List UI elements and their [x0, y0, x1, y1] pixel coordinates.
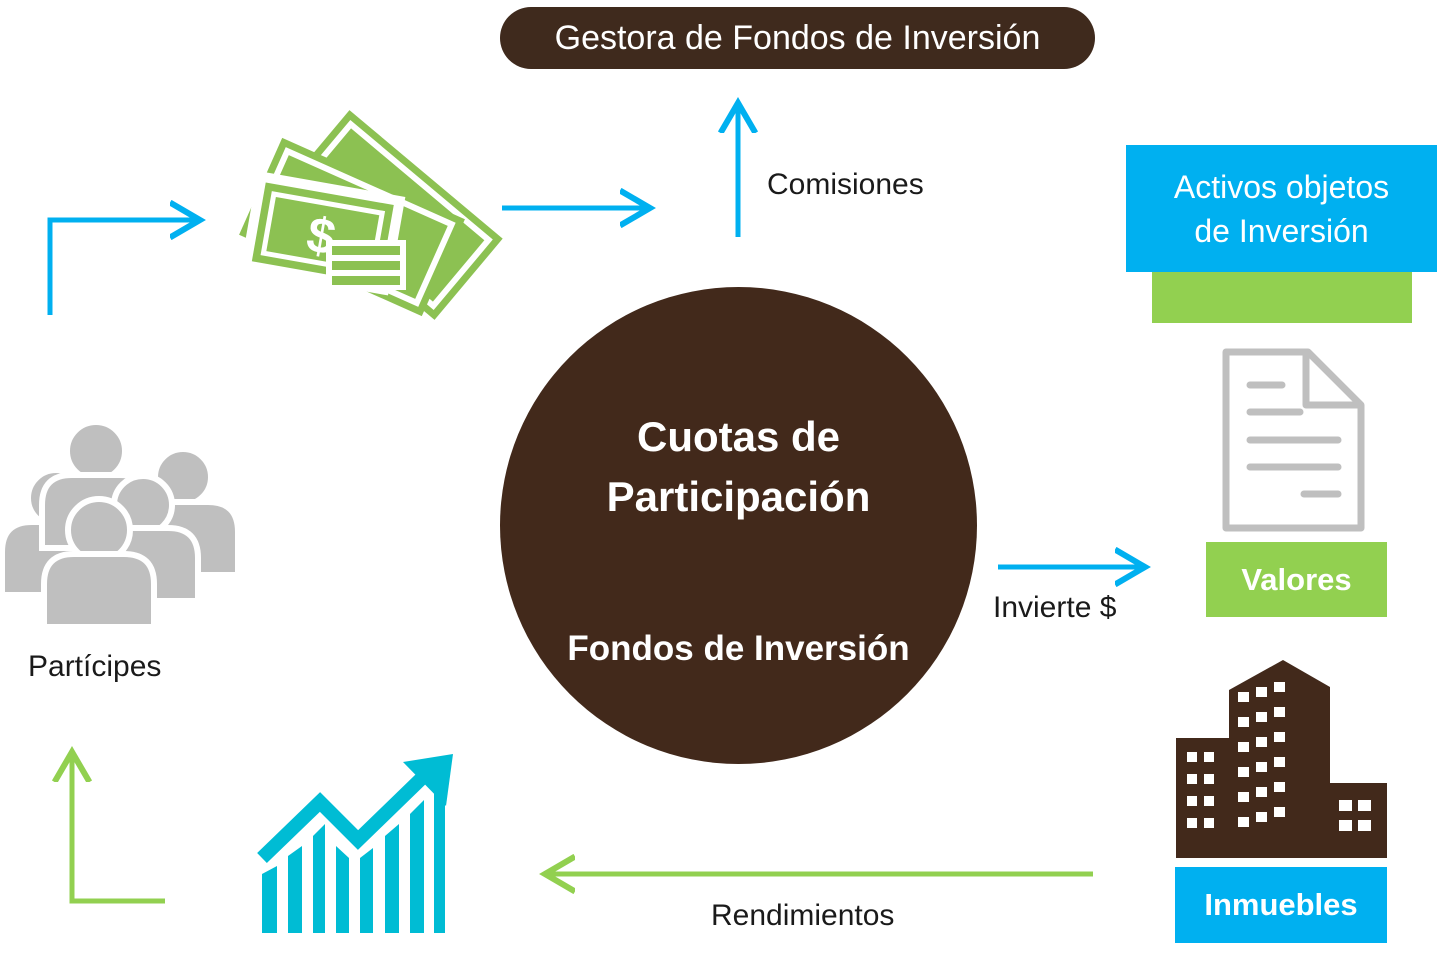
circle-title: Cuotas de Participación: [606, 413, 871, 520]
money-icon: $ $ $: [239, 110, 503, 320]
invierte-label: Invierte $: [993, 591, 1117, 624]
people-icon: [0, 419, 241, 630]
activos-green-strip: [1152, 265, 1412, 323]
participes-label: Partícipes: [28, 650, 162, 683]
growth-to-participes-arrow: [72, 752, 165, 904]
inmuebles-tag: Inmuebles: [1175, 867, 1387, 943]
activos-title: Activos objetos de Inversión: [1173, 168, 1390, 249]
building-icon: [1176, 660, 1387, 858]
center-circle: Cuotas de Participación Fondos de Invers…: [500, 287, 977, 764]
comisiones-label: Comisiones: [767, 168, 924, 201]
participes-to-money-arrow: [47, 220, 200, 315]
growth-chart-icon: [254, 754, 453, 933]
rendimientos-label: Rendimientos: [711, 899, 895, 932]
document-icon: [1222, 348, 1365, 532]
valores-tag: Valores: [1206, 542, 1387, 617]
activos-box: Activos objetos de Inversión: [1126, 145, 1437, 272]
gestora-title: Gestora de Fondos de Inversión: [500, 7, 1095, 69]
circle-subtitle: Fondos de Inversión: [567, 629, 910, 668]
